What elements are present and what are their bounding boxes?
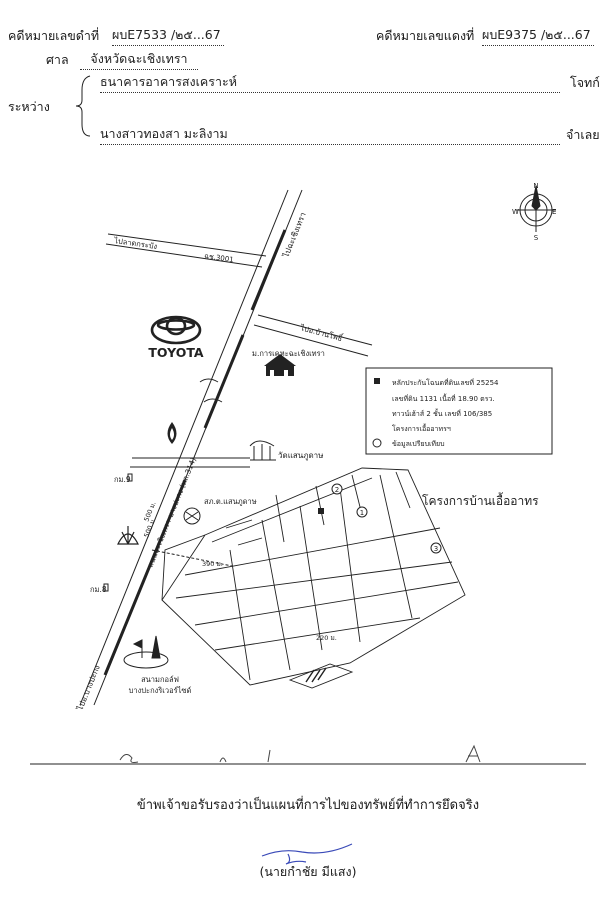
comparison-circle-1: [356, 506, 368, 518]
defendant-role: จำเลย: [566, 127, 600, 142]
toyota-logo-icon: [150, 315, 202, 345]
comparison-circle-2: [331, 483, 343, 495]
compass-s: S: [534, 234, 539, 242]
legend-line-2: เลขที่ดิน 1131 เนื้อที่ 18.90 ตรว.: [392, 392, 495, 403]
temple-label: วัดแสนภูดาษ: [278, 451, 323, 461]
compass-w: W: [512, 208, 519, 216]
km8-label: กม.8: [90, 585, 107, 594]
black-case-label: คดีหมายเลขดำที่: [8, 28, 100, 43]
between-brace: [75, 75, 91, 137]
project-label: โครงการบ้านเอื้ออาทร: [422, 492, 539, 508]
building-icon: [264, 354, 296, 376]
golf-label: สนามกอล์ฟ: [141, 675, 179, 684]
km9-label: กม.9: [114, 475, 131, 484]
golf-sub-label: บางปะกงริเวอร์ไซด์: [129, 686, 192, 695]
main-highway: [79, 189, 303, 706]
road-label-chachoengsao: ไปฉะเชิงเทรา: [281, 211, 308, 260]
housing-entrance-icon: [305, 667, 327, 683]
road-label-bang-pakong: ไปอ.บางปะกง: [75, 664, 102, 713]
legend-square-icon: [374, 378, 380, 384]
legend-line-3: ทาวน์เฮ้าส์ 2 ชั้น เลขที่ 106/385: [392, 407, 492, 418]
circle-2-label: 2: [335, 486, 339, 494]
temple-icon: [249, 440, 276, 461]
distance-390-label: 390 ม.: [202, 560, 223, 568]
km9-marker-icon: [127, 473, 133, 482]
black-case-number: ผบE7533 /๒๕...67: [112, 25, 224, 46]
signature-icon: [261, 843, 353, 865]
road-temple: [130, 457, 250, 468]
signer-name: (นายกำชัย มีแสง): [259, 864, 357, 879]
legend-line-1: หลักประกันโฉนดที่ดินเลขที่ 25254: [392, 378, 499, 387]
toyota-label: TOYOTA: [148, 345, 203, 360]
distance-220-label: 220 ม.: [316, 634, 337, 642]
fuel-station-icon: [167, 422, 177, 444]
between-label: ระหว่าง: [8, 99, 50, 114]
red-case-number: ผบE9375 /๒๕...67: [482, 25, 594, 46]
plaintiff-role: โจทก์: [570, 75, 600, 90]
compass-e: E: [552, 208, 556, 216]
legend-box: [365, 367, 553, 455]
road-label-ban-pho: ไปอ.บ้านโพธิ์: [299, 322, 346, 343]
comparison-circle-3: [430, 542, 442, 554]
police-label: สภ.ต.แสนภูดาษ: [204, 497, 257, 506]
police-icon: [183, 507, 201, 525]
defendant-name: นางสาวทองสา มะลิงาม: [100, 124, 560, 145]
court-name: จังหวัดฉะเชิงเทรา: [80, 49, 198, 70]
km8-marker-icon: [103, 583, 109, 592]
red-case-label: คดีหมายเลขแดงที่: [376, 28, 475, 43]
legend-line-5: ข้อมูลเปรียบเทียบ: [392, 440, 445, 448]
circle-3-label: 3: [434, 545, 438, 553]
compass-icon: [516, 185, 556, 232]
plaintiff-name: ธนาคารอาคารสงเคราะห์: [100, 72, 560, 93]
housing-project-grid: [161, 467, 466, 689]
golf-course-icon: [123, 635, 169, 669]
collateral-marker-icon: [318, 508, 324, 514]
distance-arrow: [151, 549, 233, 567]
pen-scribbles: [119, 744, 481, 763]
legend-line-4: โครงการเอื้ออาทรฯ: [392, 422, 451, 433]
location-map: ไปลาดกระบัง ฉช.3001 ไปอ.บ้านโพธิ์ ไปฉะเช…: [30, 182, 586, 765]
road-ban-pho: [253, 314, 373, 357]
circle-1-label: 1: [360, 509, 364, 517]
shell-station-icon: [117, 526, 139, 545]
certification-text: ข้าพเจ้าขอรับรองว่าเป็นแผนที่การไปของทรั…: [136, 798, 480, 813]
road-label-3001: ฉช.3001: [204, 252, 234, 264]
court-label: ศาล: [46, 52, 69, 67]
road-lat-krabang: [105, 233, 267, 268]
compass-n: N: [533, 182, 538, 190]
bridge-icon: [199, 378, 223, 403]
legend-circle-icon: [372, 438, 382, 448]
university-label: ม.การเคหะฉะเชิงเทรา: [252, 349, 325, 358]
